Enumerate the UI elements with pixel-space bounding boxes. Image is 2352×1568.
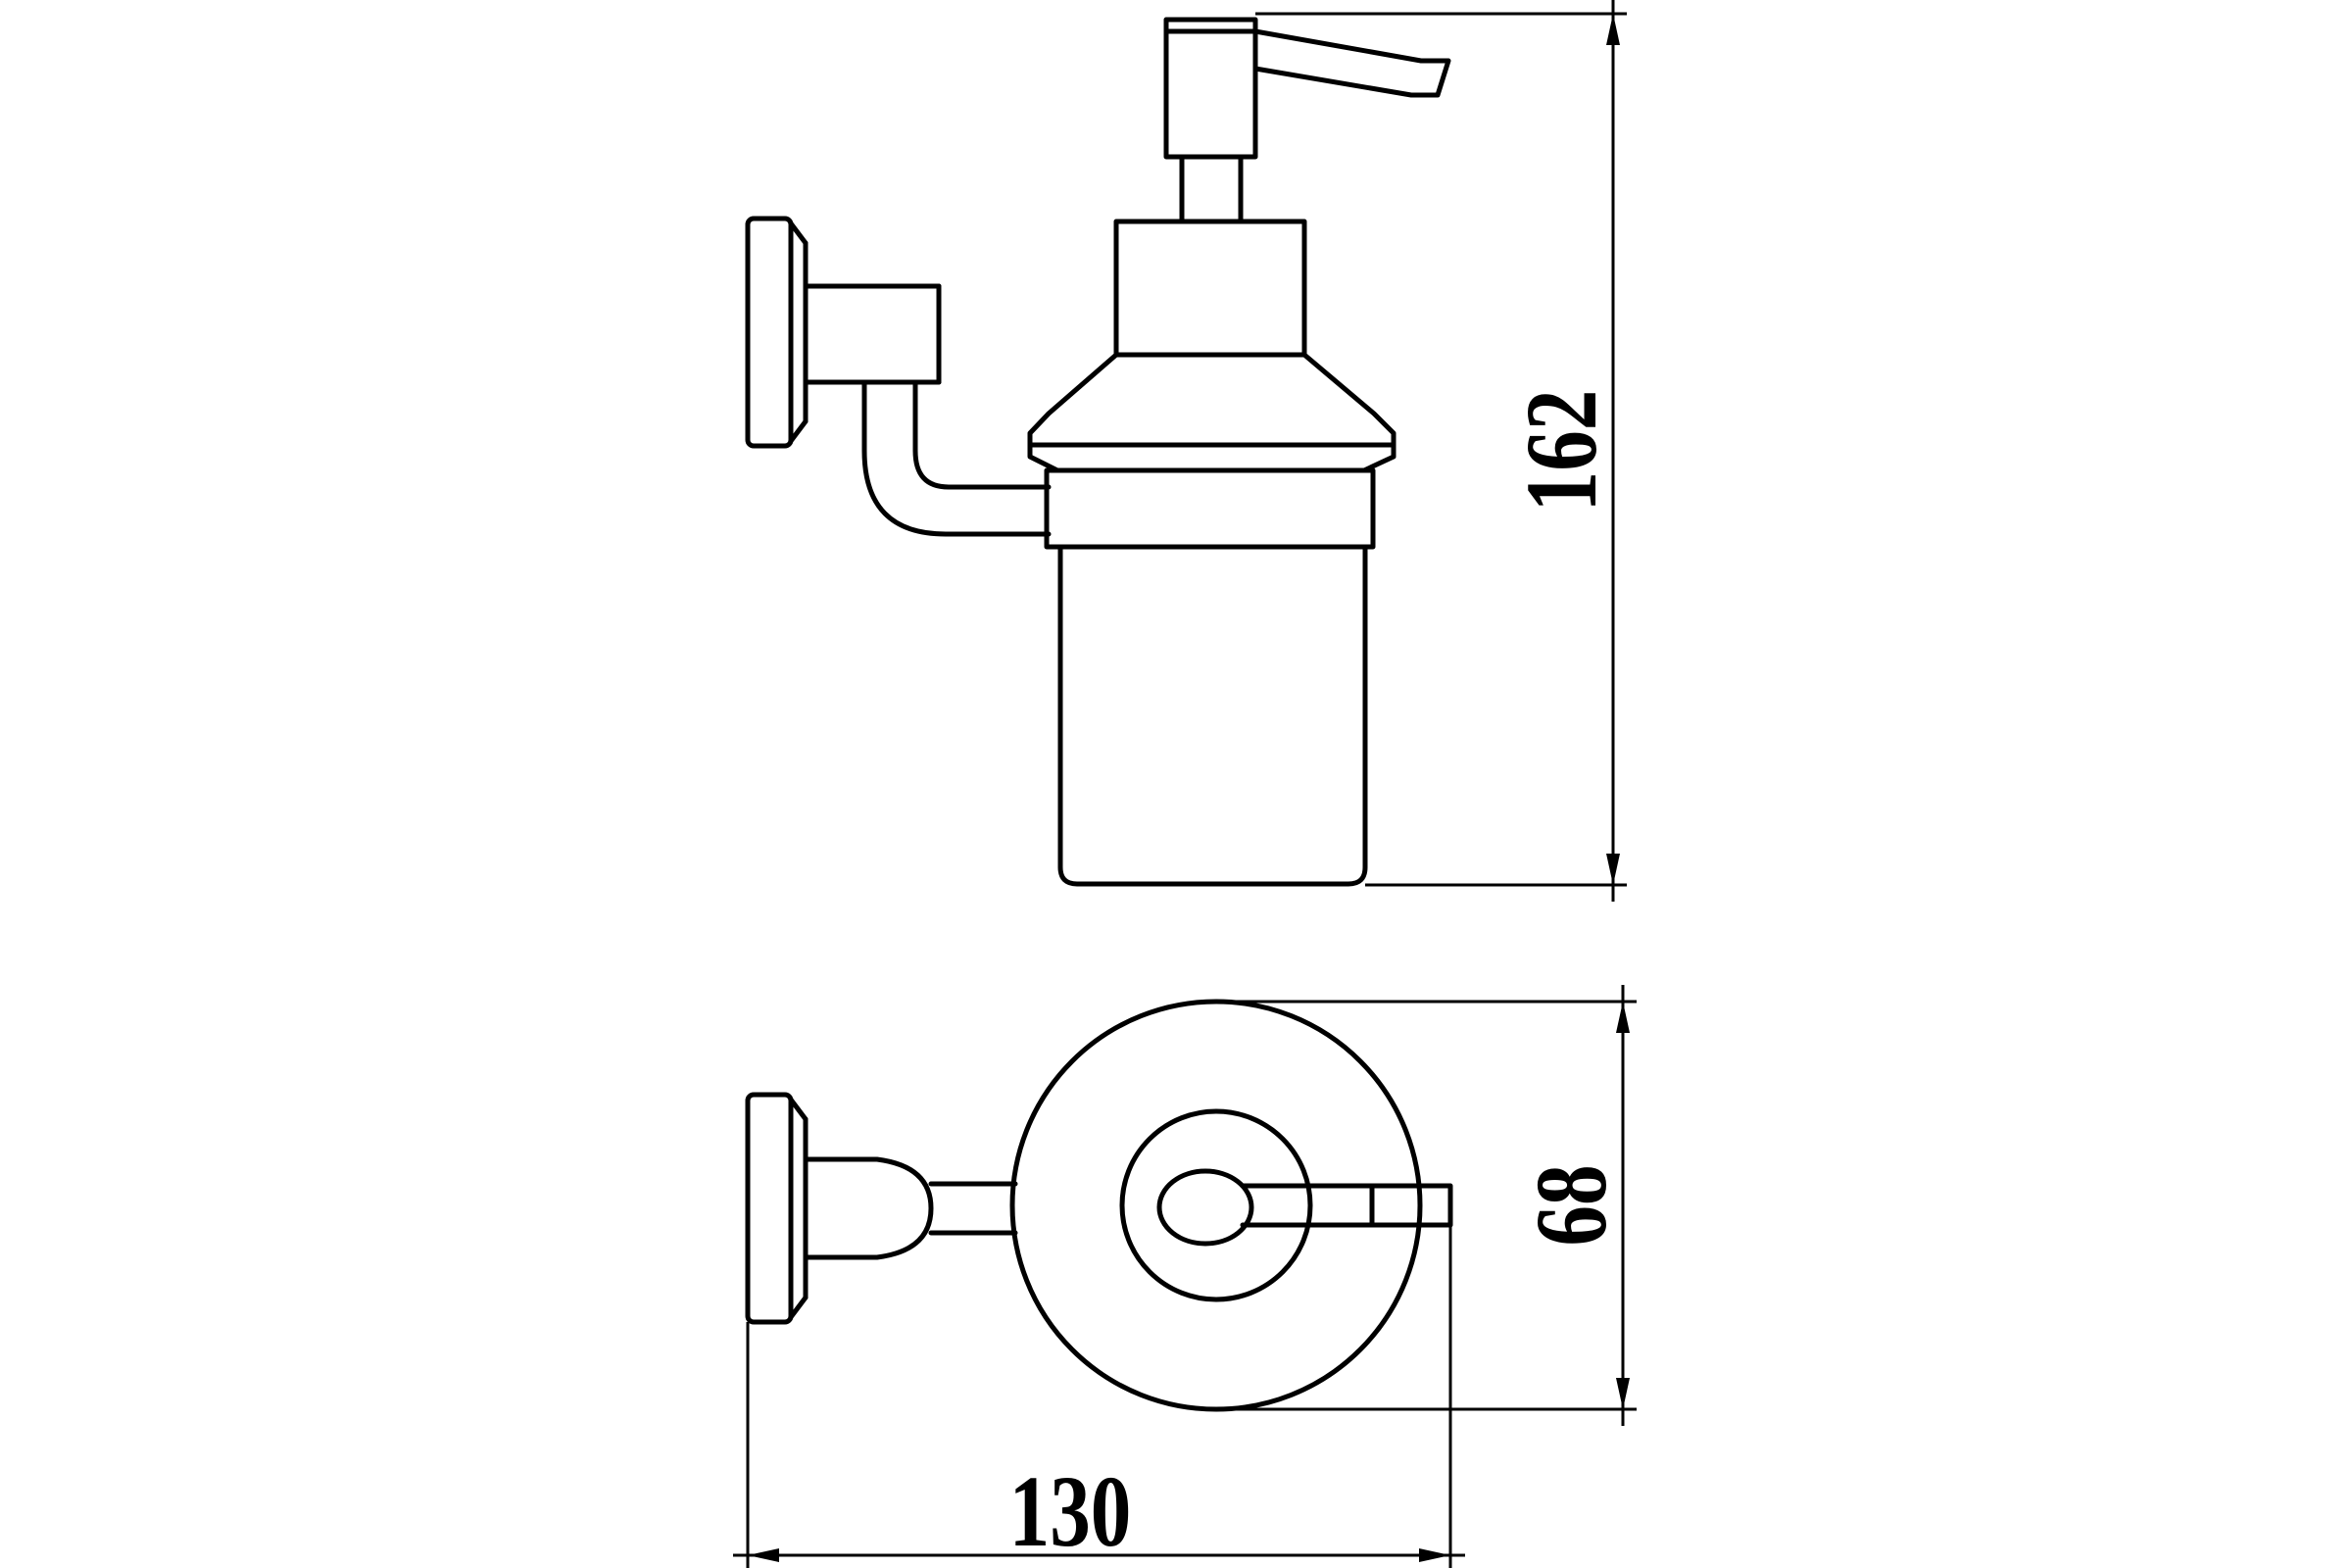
depth-dimension: 68 [1216,985,1637,1426]
height-arrow-bottom [1606,854,1620,885]
height-arrow-top [1606,14,1620,45]
bracket-arm-side [803,283,1052,537]
wall-plate-top [745,1092,808,1325]
depth-arrow-top [1616,1002,1630,1033]
width-arrow-left [748,1548,779,1562]
container-outline-top [1009,999,1423,1412]
width-label: 130 [1009,1455,1132,1568]
side-view [745,17,1451,887]
bracket-arm-top [803,1156,934,1260]
width-arrow-right [1419,1548,1450,1562]
holder-ring [1044,467,1376,550]
width-dimension: 130 [733,1186,1465,1568]
top-view [745,999,1453,1412]
nozzle-head-top [1156,1168,1254,1247]
pump-collar [1027,219,1396,473]
depth-label: 68 [1515,1164,1628,1246]
glass-container [1057,544,1368,887]
height-dimension: 162 [1255,0,1627,902]
pump-nozzle [1163,17,1451,224]
height-label: 162 [1505,390,1618,513]
pump-ring-top [1119,1108,1313,1302]
wall-plate-side [745,216,808,449]
depth-arrow-bottom [1616,1378,1630,1409]
